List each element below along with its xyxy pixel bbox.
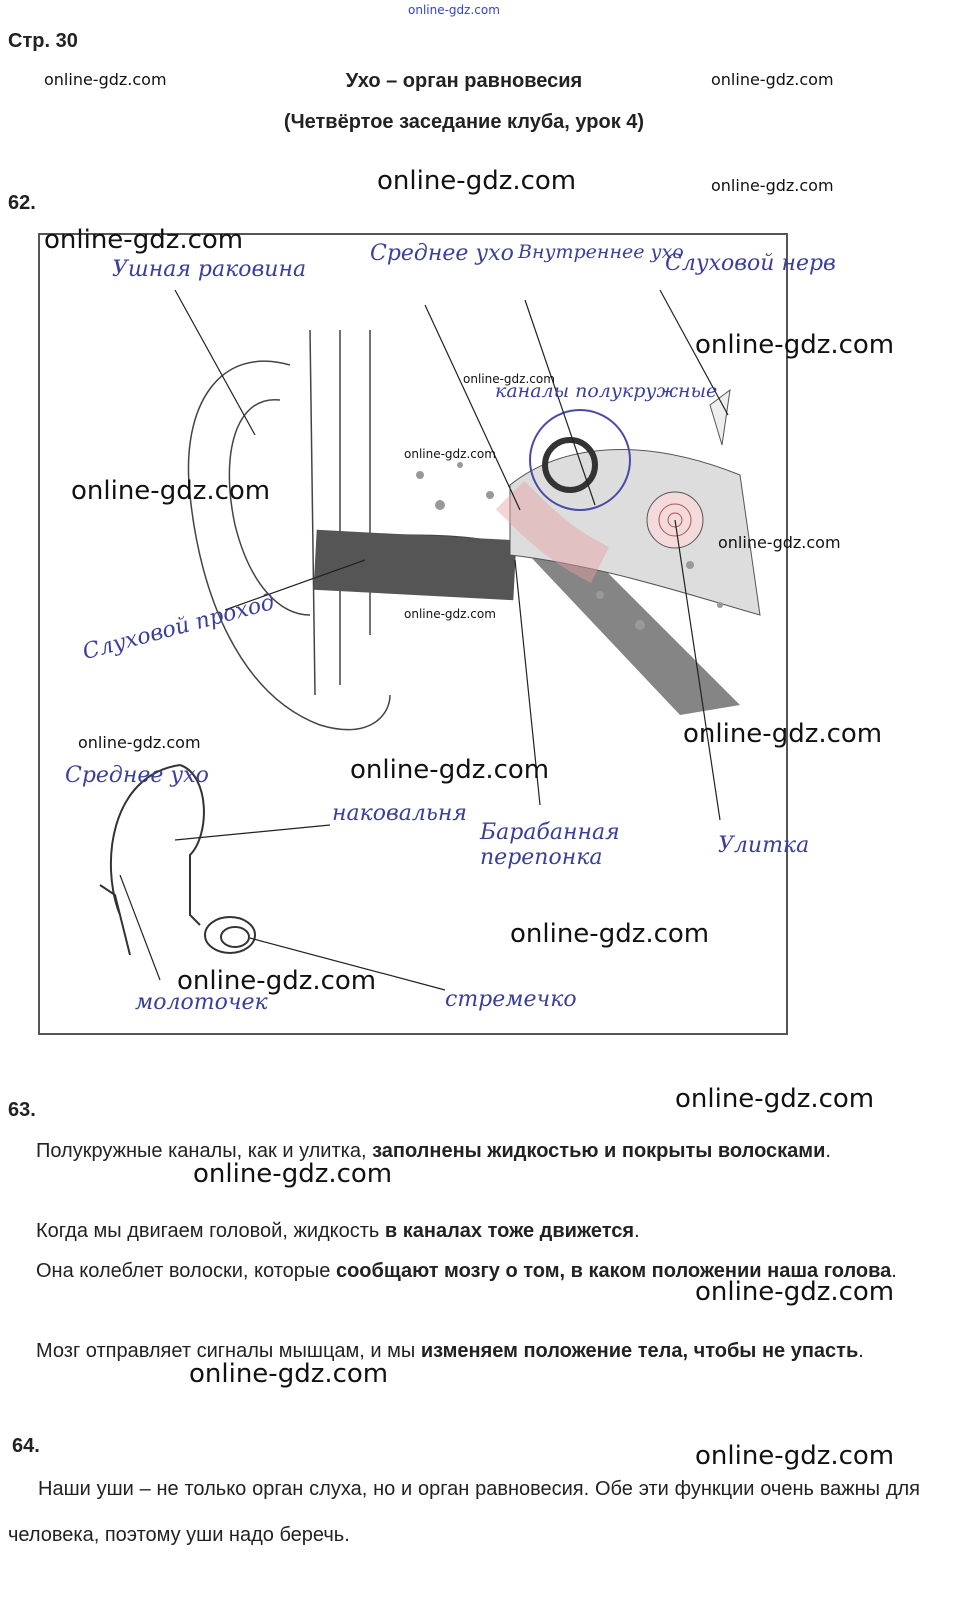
- label-incus: наковальня: [332, 801, 467, 826]
- watermark: online-gdz.com: [695, 1277, 895, 1307]
- watermark: online-gdz.com: [510, 919, 710, 949]
- watermark: online-gdz.com: [350, 755, 550, 785]
- watermark: online-gdz.com: [193, 1159, 393, 1189]
- watermark: online-gdz.com: [377, 166, 577, 196]
- task-number: 62.: [8, 192, 36, 214]
- watermark: online-gdz.com: [683, 719, 883, 749]
- watermark: online-gdz.com: [44, 225, 244, 255]
- watermark: online-gdz.com: [177, 966, 377, 996]
- label-inner-ear: Внутреннее ухо: [518, 241, 684, 263]
- watermark: online-gdz.com: [408, 3, 500, 17]
- label-auricle: Ушная раковина: [112, 257, 307, 282]
- label-malleus: молоточек: [135, 990, 268, 1015]
- watermark: online-gdz.com: [463, 372, 555, 386]
- paragraph: Она колеблет волоски, которые сообщают м…: [36, 1260, 897, 1282]
- ear-diagram: Ушная раковина Среднее ухо Внутреннее ух…: [38, 233, 836, 1035]
- watermark: online-gdz.com: [711, 70, 834, 89]
- paragraph: Мозг отправляет сигналы мышцам, и мы изм…: [36, 1340, 864, 1362]
- label-middle-ear: Среднее ухо: [370, 241, 514, 266]
- task-number: 64.: [12, 1435, 40, 1457]
- watermark: online-gdz.com: [695, 330, 895, 360]
- watermark: online-gdz.com: [695, 1441, 895, 1471]
- watermark: online-gdz.com: [711, 176, 834, 195]
- label-eardrum: Барабанная перепонка: [480, 820, 620, 870]
- page-number: Стр. 30: [8, 30, 78, 52]
- watermark: online-gdz.com: [675, 1084, 875, 1114]
- paragraph: Полукружные каналы, как и улитка, заполн…: [36, 1140, 831, 1162]
- watermark: online-gdz.com: [78, 733, 201, 752]
- task-number: 63.: [8, 1099, 36, 1121]
- watermark: online-gdz.com: [718, 533, 841, 552]
- page-subtitle: (Четвёртое заседание клуба, урок 4): [283, 111, 645, 133]
- watermark: online-gdz.com: [44, 70, 167, 89]
- label-cochlea: Улитка: [718, 833, 810, 858]
- watermark: online-gdz.com: [404, 607, 496, 621]
- paragraph: Когда мы двигаем головой, жидкость в кан…: [36, 1220, 640, 1242]
- label-middle-ear-2: Среднее ухо: [65, 763, 209, 788]
- label-auditory-nerve: Слуховой нерв: [665, 251, 836, 276]
- ear-illustration: [99, 289, 761, 991]
- label-semicircular-canals: каналы полукружные: [495, 380, 718, 402]
- watermark: online-gdz.com: [71, 476, 271, 506]
- page-title: Ухо – орган равновесия: [345, 70, 583, 92]
- watermark: online-gdz.com: [189, 1359, 389, 1389]
- watermark: online-gdz.com: [404, 447, 496, 461]
- paragraph: Наши уши – не только орган слуха, но и о…: [8, 1478, 920, 1546]
- label-stapes: стремечко: [445, 987, 577, 1012]
